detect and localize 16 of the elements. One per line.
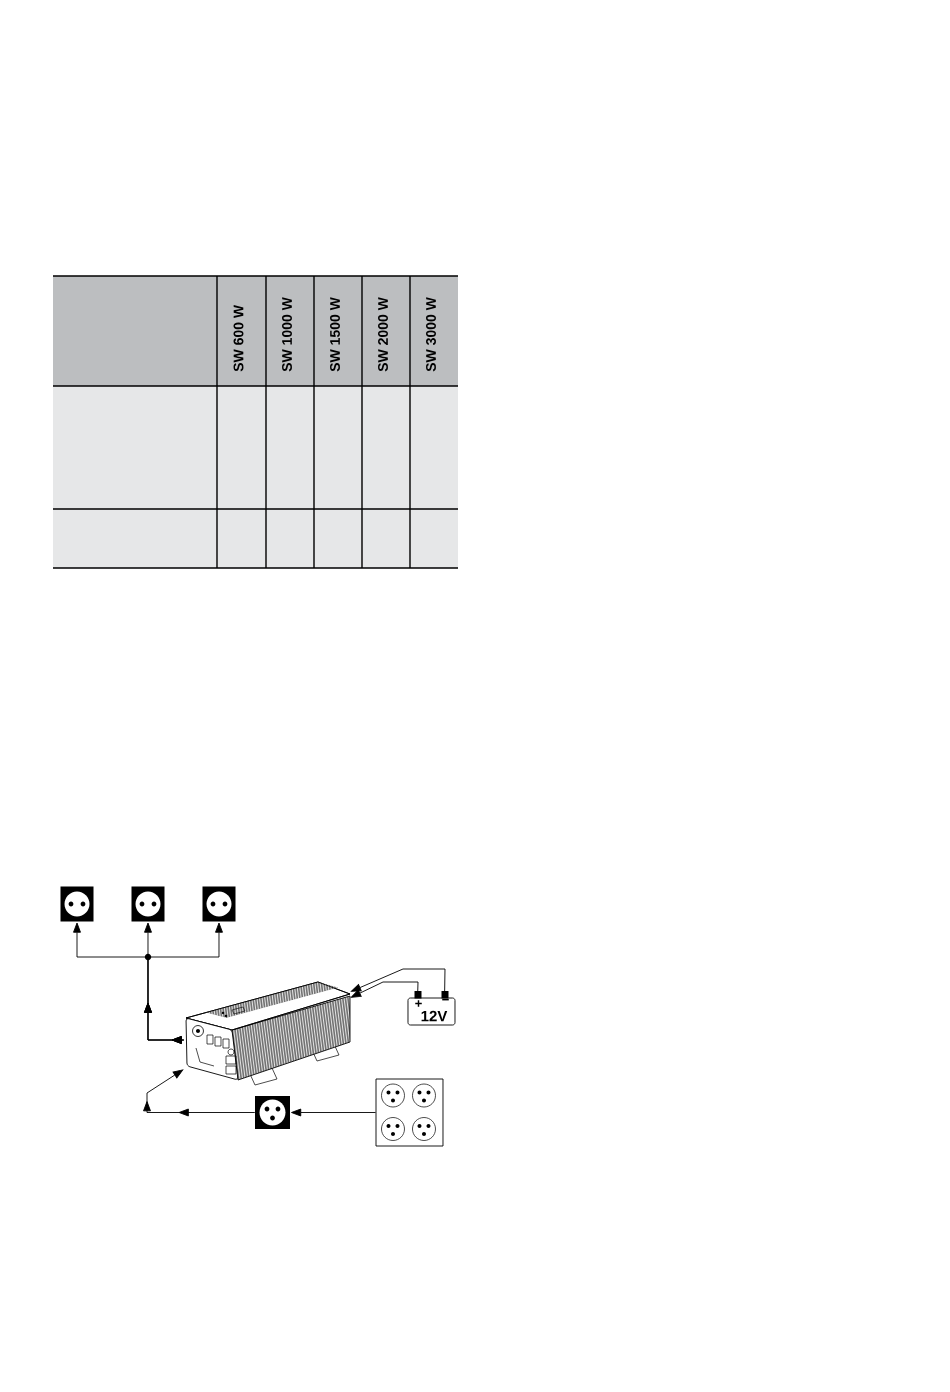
column-header: SW 1000 W xyxy=(266,276,314,386)
arrow xyxy=(144,922,223,1044)
inverter-illustration xyxy=(185,981,351,1086)
column-header: SW 3000 W xyxy=(410,276,458,386)
column-header: SW 1500 W xyxy=(314,276,362,386)
socket-icon xyxy=(202,886,236,922)
socket-icon xyxy=(131,886,165,922)
socket-icon xyxy=(60,886,94,922)
arrow xyxy=(350,981,419,998)
column-header: SW 600 W xyxy=(217,276,266,386)
minus-sign: − xyxy=(442,999,449,1001)
arrow xyxy=(291,1108,376,1117)
plus-sign: + xyxy=(415,1000,422,1007)
arrow xyxy=(143,1069,256,1117)
socket-icon xyxy=(255,1096,290,1129)
column-header: SW 2000 W xyxy=(362,276,410,386)
